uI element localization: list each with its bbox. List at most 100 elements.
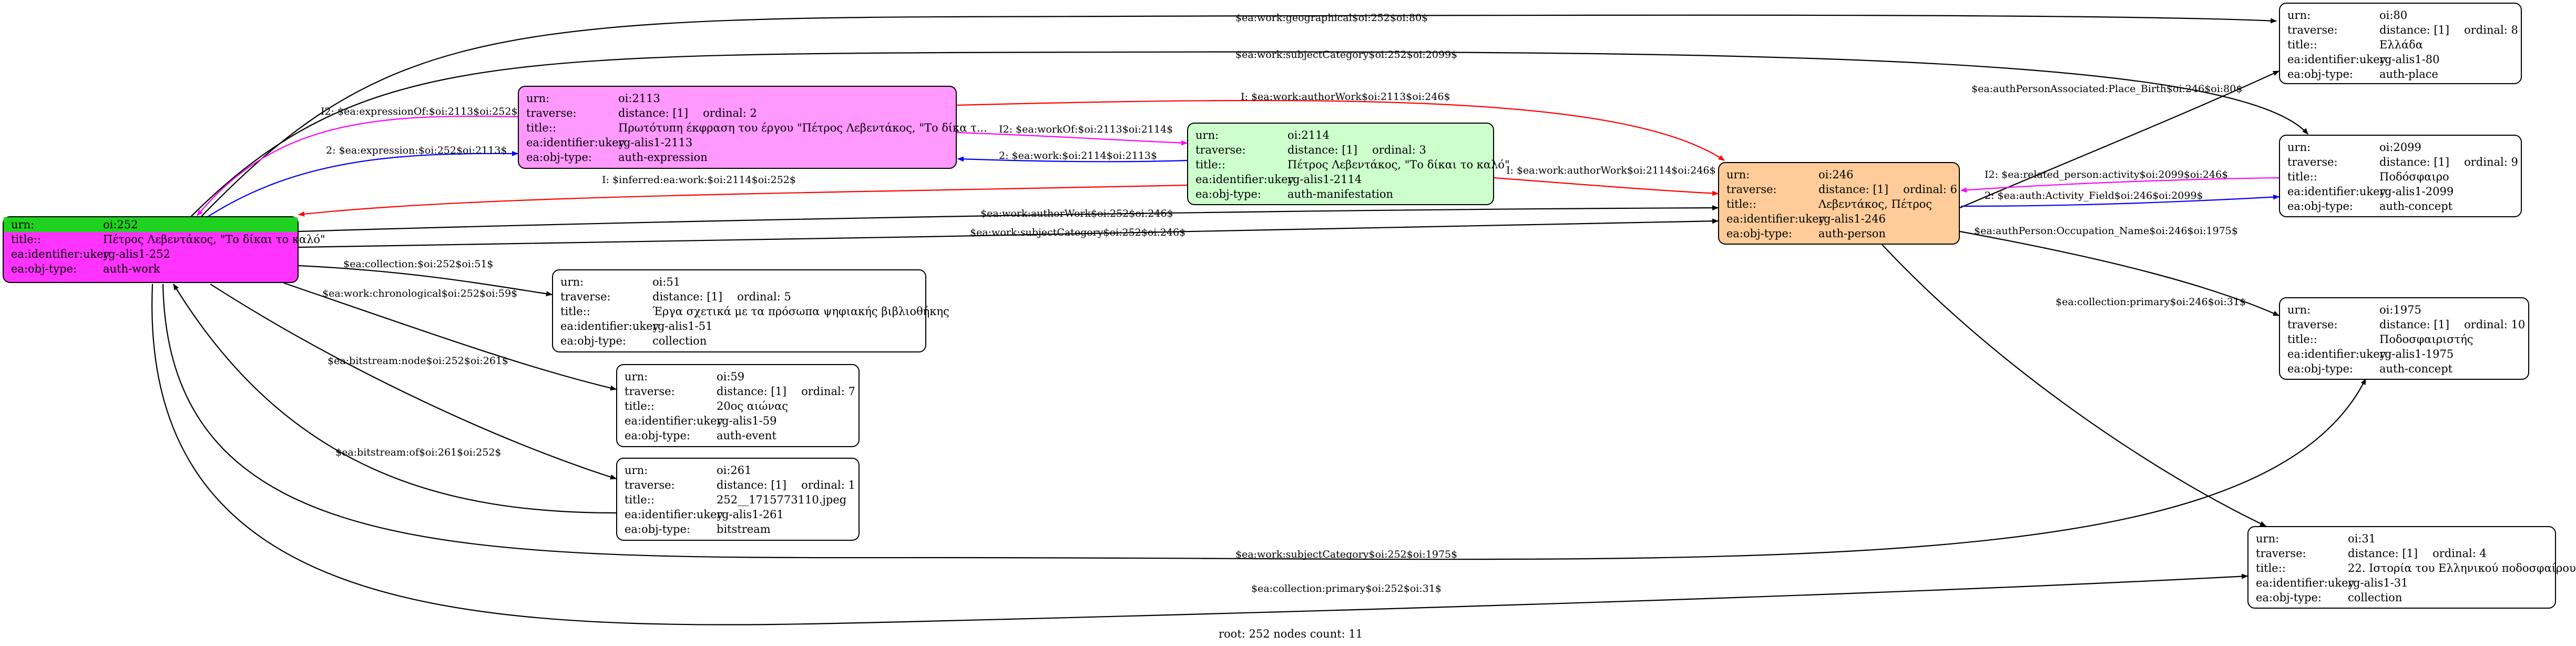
node-type-row: ea:obj-type:auth-concept [2287, 200, 2453, 213]
node-252[interactable]: urn:oi:252 title::Πέτρος Λεβεντάκος, "Το… [3, 216, 325, 283]
graph-footer: root: 252 nodes count: 11 [1219, 628, 1363, 640]
node-title-row: title::Πρωτότυπη έκφραση του έργου "Πέτρ… [526, 122, 987, 134]
node-title-row: title::Πέτρος Λεβεντάκος, "Το δίκαι το κ… [1195, 158, 1510, 171]
edge-label: I2: $ea:related_person:activity$oi:2099$… [1985, 169, 2228, 180]
edge-label: $ea:work:geographical$oi:252$oi:80$ [1235, 12, 1428, 24]
edge-2114-246-red [1494, 177, 1719, 196]
node-title-row: title::Λεβεντάκος, Πέτρος [1726, 198, 1933, 210]
edge-label: $ea:work:subjectCategory$oi:252$oi:246$ [970, 227, 1185, 238]
edge-label: $ea:work:authorWork$oi:252$oi:246$ [980, 208, 1173, 219]
node-title-row: title::Ποδόσφαιρο [2287, 170, 2449, 183]
node-261[interactable]: urn:oi:261 traverse:distance: [1]ordinal… [616, 458, 860, 541]
node-title-row: title::20ος αιώνας [625, 400, 789, 412]
edge-label: $ea:work:subjectCategory$oi:252$oi:1975$ [1235, 549, 1457, 560]
node-type-row: ea:obj-type:collection [560, 335, 707, 347]
edge-252-2113-blue [199, 150, 518, 223]
node-title-row: title::Έργα σχετικά με τα πρόσωπα ψηφιακ… [560, 305, 949, 318]
edge-252-1975 [162, 284, 2366, 560]
node-traverse-row: traverse:distance: [1]ordinal: 9 [2287, 156, 2518, 168]
node-traverse-row: traverse:distance: [1]ordinal: 5 [560, 290, 791, 303]
node-traverse-row: traverse:distance: [1]ordinal: 1 [625, 479, 855, 491]
edge-2099-246-magenta [1960, 177, 2279, 193]
edge-252-261 [210, 284, 617, 480]
node-51[interactable]: urn:oi:51 traverse:distance: [1]ordinal:… [552, 269, 949, 352]
node-traverse-row: traverse:distance: [1]ordinal: 4 [2256, 547, 2487, 560]
node-59[interactable]: urn:oi:59 traverse:distance: [1]ordinal:… [616, 364, 860, 447]
node-urn-row: urn:oi:2113 [526, 92, 660, 105]
node-urn-row: urn:oi:59 [625, 370, 745, 383]
edge-2114-2113-blue [957, 156, 1188, 163]
node-traverse-row: traverse:distance: [1]ordinal: 7 [625, 385, 855, 398]
node-type-row: ea:obj-type:auth-event [625, 429, 776, 442]
node-2114[interactable]: urn:oi:2114 traverse:distance: [1]ordina… [1187, 123, 1510, 205]
node-type-row: ea:obj-type:bitstream [625, 523, 771, 536]
edge-252-31 [151, 284, 2248, 625]
edge-246-2099-blue [1960, 194, 2279, 207]
edge-label: I: $inferred:ea:work:$oi:2114$oi:252$ [602, 174, 796, 186]
node-type-row: ea:obj-type:auth-manifestation [1195, 188, 1394, 200]
node-title-row: title::Ελλάδα [2287, 38, 2423, 51]
edge-252-246-authorWork [298, 205, 1719, 233]
edge-label: $ea:bitstream:node$oi:252$oi:261$ [328, 355, 508, 367]
edge-label: $ea:collection:primary$oi:252$oi:31$ [1251, 583, 1442, 594]
node-80[interactable]: urn:oi:80 traverse:distance: [1]ordinal:… [2279, 3, 2522, 84]
node-traverse-row: traverse:distance: [1]ordinal: 3 [1195, 144, 1426, 156]
edge-2114-252-red [298, 184, 1188, 217]
node-type-row: ea:obj-type:auth-place [2287, 68, 2438, 80]
node-urn-row: urn:oi:51 [560, 276, 681, 288]
edge-252-51 [298, 265, 553, 297]
node-title-row: title::Ποδοσφαιριστής [2287, 333, 2473, 346]
edge-label: I2: $ea:workOf:$oi:2113$oi:2114$ [999, 124, 1173, 135]
node-urn-row: urn:oi:1975 [2287, 304, 2421, 316]
edge-label: 2: $ea:auth:Activity_Field$oi:246$oi:209… [1985, 190, 2203, 201]
node-title-row: title::252__1715773110.jpeg [625, 493, 847, 506]
edge-246-1975 [1959, 230, 2279, 317]
edge-252-59 [283, 282, 617, 391]
node-traverse-row: traverse:distance: [1]ordinal: 10 [2287, 318, 2526, 331]
node-type-row: ea:obj-type:auth-work [11, 263, 160, 275]
node-type-row: ea:obj-type:auth-expression [526, 151, 708, 164]
node-traverse-row: traverse:distance: [1]ordinal: 2 [526, 107, 757, 119]
node-type-row: ea:obj-type:auth-concept [2287, 362, 2453, 375]
node-urn-row: urn:oi:2114 [1195, 129, 1330, 142]
node-type-row: ea:obj-type:auth-person [1726, 227, 1886, 240]
edge-label: I2: $ea:expressionOf:$oi:2113$oi:252$ [321, 106, 518, 117]
node-type-row: ea:obj-type:collection [2256, 591, 2403, 604]
node-traverse-row: traverse:distance: [1]ordinal: 6 [1726, 183, 1957, 196]
node-2113[interactable]: urn:oi:2113 traverse:distance: [1]ordina… [518, 86, 987, 169]
edge-label: 2: $ea:work:$oi:2114$oi:2113$ [999, 150, 1157, 162]
node-246[interactable]: urn:oi:246 traverse:distance: [1]ordinal… [1718, 162, 1960, 245]
node-title-row: title::Πέτρος Λεβεντάκος, "Το δίκαι το κ… [11, 233, 325, 246]
node-urn-row: urn:oi:80 [2287, 9, 2408, 22]
edge-label: $ea:collection:$oi:252$oi:51$ [343, 258, 494, 270]
edge-label: 2: $ea:expression:$oi:252$oi:2113$ [326, 145, 507, 156]
edge-label: I: $ea:work:authorWork$oi:2114$oi:246$ [1506, 165, 1716, 176]
edge-261-252 [173, 284, 617, 514]
node-title-row: title::22. Ιστορία του Ελληνικού ποδοσφα… [2256, 562, 2576, 574]
node-urn-row: urn:oi:261 [625, 464, 752, 477]
edge-label: $ea:collection:primary$oi:246$oi:31$ [2056, 296, 2246, 308]
node-2099[interactable]: urn:oi:2099 traverse:distance: [1]ordina… [2279, 135, 2522, 217]
edge-label: $ea:authPerson:Occupation_Name$oi:246$oi… [1974, 225, 2238, 237]
node-1975[interactable]: urn:oi:1975 traverse:distance: [1]ordina… [2279, 297, 2529, 380]
node-31[interactable]: urn:oi:31 traverse:distance: [1]ordinal:… [2247, 526, 2576, 609]
edge-label: I: $ea:work:authorWork$oi:2113$oi:246$ [1241, 91, 1450, 103]
edge-252-80 [194, 14, 2277, 224]
node-urn-row: urn:oi:252 [4, 217, 298, 232]
edge-label: $ea:bitstream:of$oi:261$oi:252$ [335, 447, 502, 458]
edge-label: $ea:authPersonAssociated:Place_Birth$oi:… [1971, 83, 2242, 95]
edge-label: $ea:work:subjectCategory$oi:252$oi:2099$ [1235, 49, 1457, 60]
edge-2113-252-magenta [197, 115, 518, 216]
node-urn-row: urn:oi:246 [1726, 168, 1854, 181]
